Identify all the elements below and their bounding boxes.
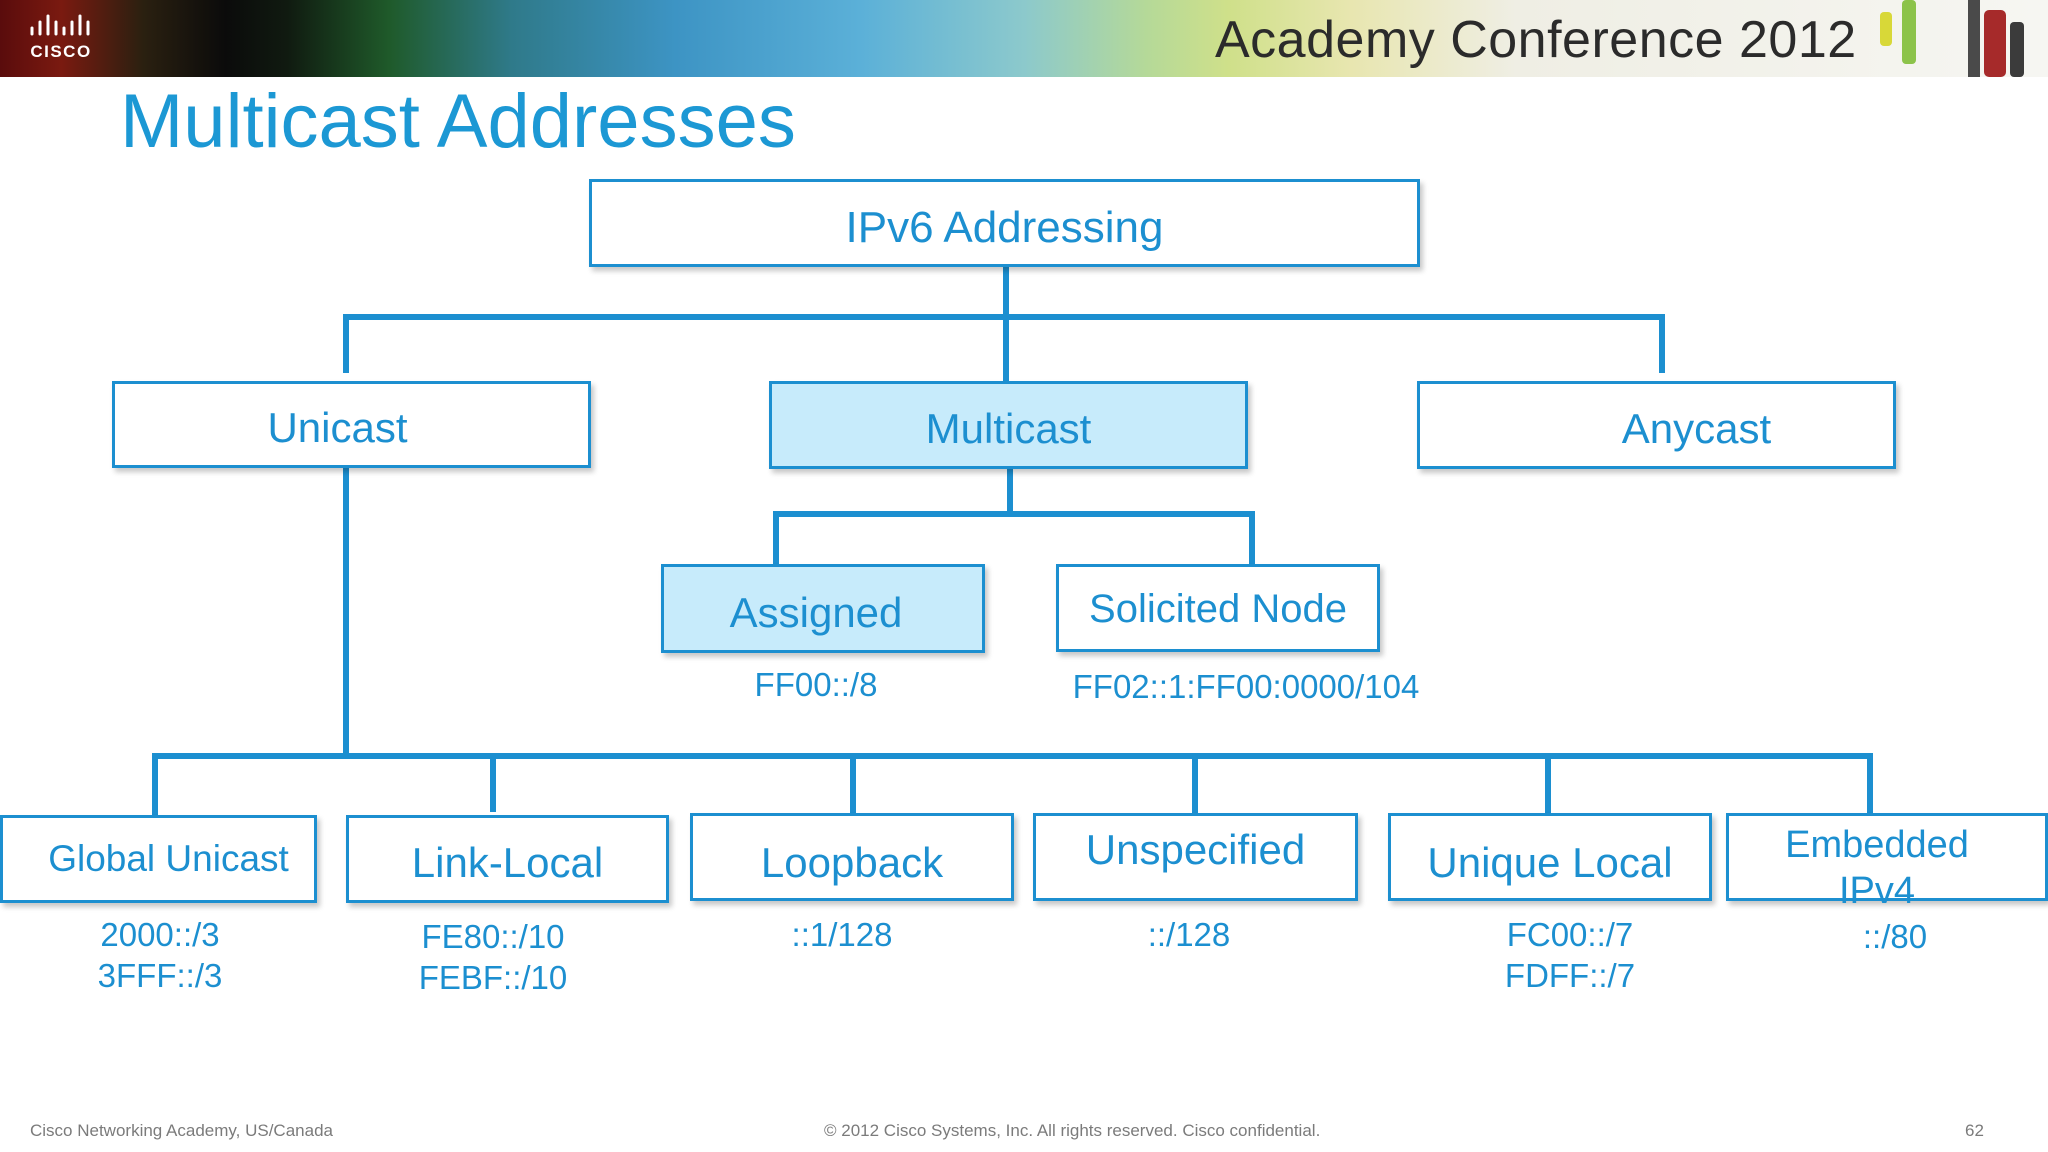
node-ipv6-addressing: IPv6 Addressing: [589, 179, 1420, 267]
node-label: Assigned: [729, 589, 903, 637]
global-unicast-prefix-end: 3FFF::/3: [97, 957, 223, 994]
cisco-logo: CISCO: [26, 14, 96, 62]
node-anycast: Anycast: [1417, 381, 1896, 469]
footer-organization: Cisco Networking Academy, US/Canada: [30, 1121, 333, 1140]
node-solicited-node: Solicited Node: [1056, 564, 1380, 652]
global-unicast-prefix-start: 2000::/3: [100, 916, 220, 953]
node-multicast: Multicast: [769, 381, 1248, 469]
node-label: Multicast: [925, 404, 1092, 452]
cisco-logo-text: CISCO: [30, 42, 92, 61]
node-label: Global Unicast: [48, 837, 289, 879]
link-local-prefix-end: FEBF::/10: [418, 959, 568, 996]
node-link-local: Link-Local: [346, 815, 669, 903]
node-unique-local: Unique Local: [1388, 813, 1712, 901]
embedded-ipv4-prefix: ::/80: [1862, 918, 1928, 955]
node-label: Anycast: [1621, 404, 1772, 452]
node-label: Solicited Node: [1089, 587, 1347, 631]
decorative-bars-icon: [1868, 0, 2048, 77]
unique-local-prefix-end: FDFF::/7: [1504, 957, 1636, 994]
node-assigned: Assigned: [661, 564, 985, 653]
node-label: IPv6 Addressing: [845, 202, 1164, 252]
header-banner: CISCO Academy Conference 2012: [0, 0, 2048, 77]
node-global-unicast: Global Unicast: [0, 815, 317, 903]
node-label: Loopback: [760, 838, 944, 886]
node-loopback: Loopback: [690, 813, 1014, 901]
assigned-prefix: FF00::/8: [754, 666, 878, 703]
unique-local-prefix-start: FC00::/7: [1506, 916, 1634, 953]
link-local-prefix-start: FE80::/10: [421, 918, 565, 955]
node-label: Link-Local: [411, 838, 604, 886]
cisco-bars-icon: [30, 14, 90, 36]
footer-copyright: © 2012 Cisco Systems, Inc. All rights re…: [824, 1121, 1321, 1140]
node-label: Unicast: [267, 404, 408, 452]
slide-title: Multicast Addresses: [120, 79, 796, 164]
node-unicast: Unicast: [112, 381, 591, 468]
node-label: Unique Local: [1427, 838, 1673, 886]
unspecified-prefix: ::/128: [1147, 916, 1231, 953]
node-label: Embedded IPv4: [1785, 824, 1969, 912]
node-label: Unspecified: [1085, 825, 1306, 873]
footer-page-number: 62: [1965, 1121, 1984, 1140]
node-embedded-ipv4: Embedded IPv4: [1726, 813, 2048, 912]
loopback-prefix: ::1/128: [791, 916, 893, 953]
conference-title: Academy Conference 2012: [1215, 11, 1857, 69]
solicited-node-prefix: FF02::1:FF00:0000/104: [1072, 668, 1420, 705]
node-unspecified: Unspecified: [1033, 813, 1358, 901]
